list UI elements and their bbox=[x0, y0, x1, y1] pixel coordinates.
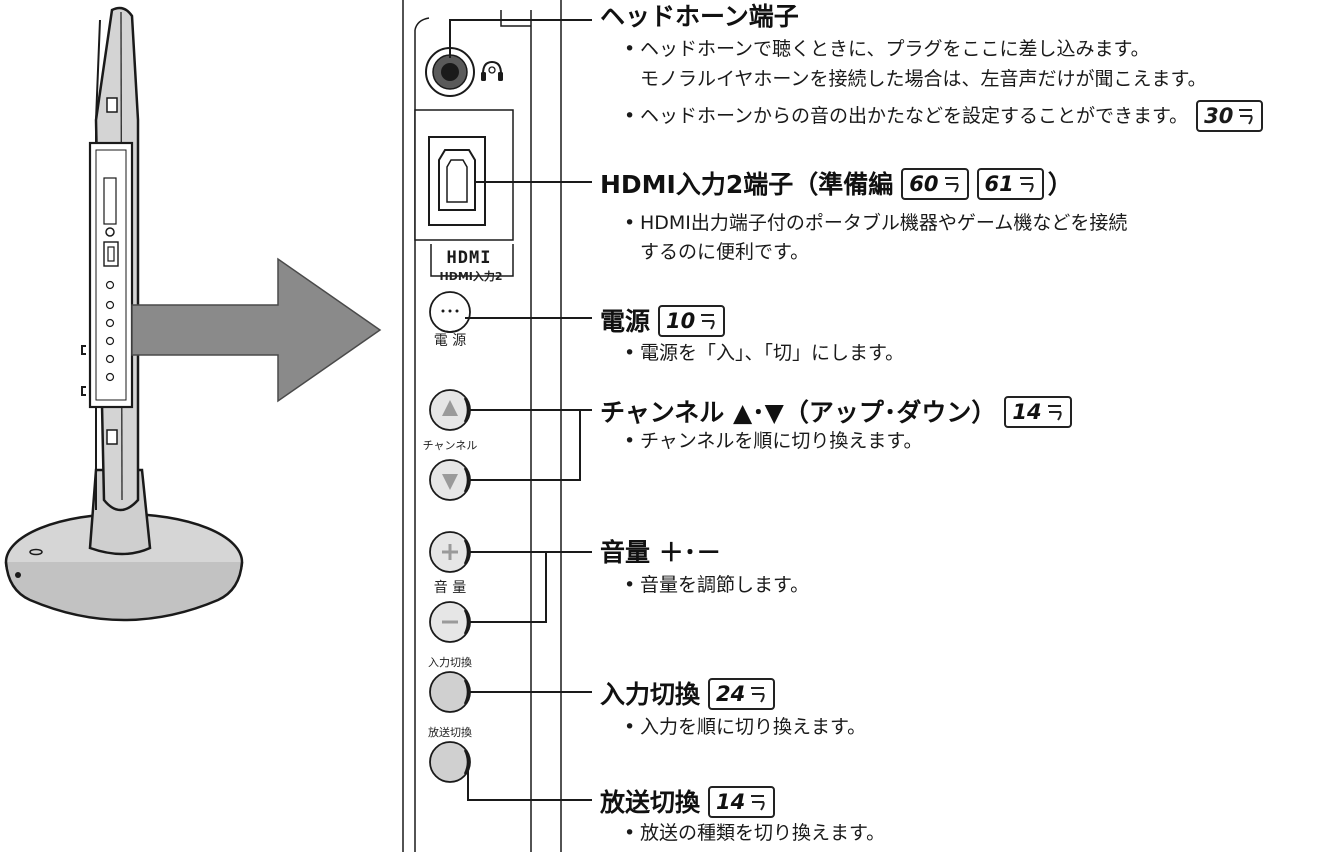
hdmi-logo: HDMI bbox=[446, 248, 492, 268]
headphone-bullet-2: •ヘッドホーンからの音の出かたなどを設定することができます。 30 bbox=[624, 100, 1264, 132]
power-bullet-1: •電源を「入」、「切」にします。 bbox=[624, 342, 905, 364]
page-ref-60[interactable]: 60 bbox=[901, 168, 969, 200]
zoom-arrow bbox=[131, 257, 382, 403]
hdmi-input-title: HDMI入力2端子（準備編 60 61 ） bbox=[600, 168, 1073, 200]
channel-title: チャンネル ▲･▼（アップ･ダウン） 14 bbox=[600, 396, 1072, 428]
page-ref-mark-icon bbox=[701, 314, 715, 330]
hdmi-input-label: HDMI入力2 bbox=[439, 270, 503, 283]
page-ref-mark-icon bbox=[751, 795, 765, 811]
page-ref-mark-icon bbox=[1239, 109, 1254, 125]
page-ref-mark-icon bbox=[1047, 405, 1062, 421]
page-ref-30[interactable]: 30 bbox=[1196, 100, 1264, 132]
page-ref-10[interactable]: 10 bbox=[658, 305, 726, 337]
input-switch-bullet-1: •入力を順に切り換えます。 bbox=[624, 716, 867, 738]
page-ref-mark-icon bbox=[751, 687, 765, 703]
broadcast-switch-button-label: 放送切換 bbox=[428, 726, 472, 739]
headphone-bullet-1: •ヘッドホーンで聴くときに、プラグをここに差し込みます。 bbox=[624, 38, 1150, 60]
volume-title: 音量 ＋･－ bbox=[600, 538, 722, 567]
broadcast-switch-bullet-1: •放送の種類を切り換えます。 bbox=[624, 822, 886, 844]
input-switch-button-label: 入力切換 bbox=[428, 656, 472, 669]
volume-bullet-1: •音量を調節します。 bbox=[624, 574, 810, 596]
headphone-jack-title: ヘッドホーン端子 bbox=[600, 2, 799, 31]
page-ref-24[interactable]: 24 bbox=[708, 678, 776, 710]
page-ref-14-channel[interactable]: 14 bbox=[1004, 396, 1072, 428]
side-panel-closeup bbox=[402, 0, 562, 852]
hdmi-bullet-1-cont: するのに便利です。 bbox=[640, 241, 810, 263]
volume-button-label: 音 量 bbox=[433, 580, 467, 596]
hdmi-bullet-1: •HDMI出力端子付のポータブル機器やゲーム機などを接続 bbox=[624, 212, 1128, 234]
page-ref-mark-icon bbox=[944, 177, 959, 193]
channel-bullet-1: •チャンネルを順に切り換えます。 bbox=[624, 430, 923, 452]
page-ref-14-broadcast[interactable]: 14 bbox=[708, 786, 776, 818]
broadcast-switch-title: 放送切換 14 bbox=[600, 786, 776, 818]
headphone-bullet-1-cont: モノラルイヤホーンを接続した場合は、左音声だけが聞こえます。 bbox=[640, 68, 1207, 90]
page-ref-61[interactable]: 61 bbox=[976, 168, 1044, 200]
power-button-label: 電 源 bbox=[433, 333, 467, 349]
channel-button-label: チャンネル bbox=[422, 439, 478, 452]
input-switch-title: 入力切換 24 bbox=[600, 678, 776, 710]
page-ref-mark-icon bbox=[1019, 177, 1034, 193]
power-title: 電源 10 bbox=[600, 305, 726, 337]
tv-side-illustration bbox=[4, 6, 244, 622]
